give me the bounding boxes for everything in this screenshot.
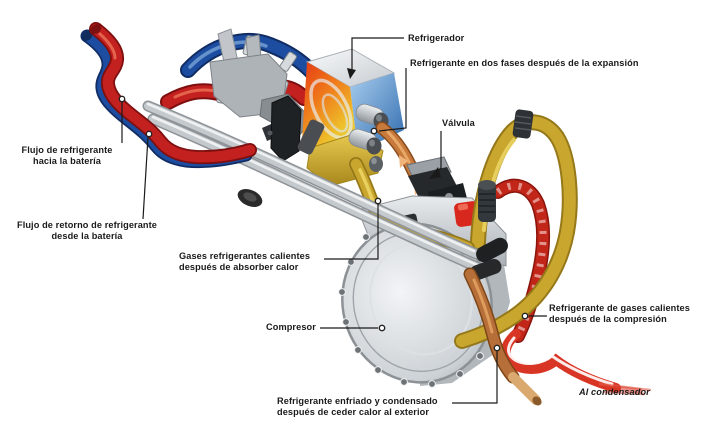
tube-grommets — [470, 237, 508, 281]
label-line: Flujo de refrigerante — [21, 145, 113, 155]
leader-refrigerador — [351, 37, 404, 71]
label-valvula: Válvula — [442, 118, 475, 129]
label-compresion: Refrigerante de gases calientes después … — [549, 303, 690, 325]
flow-arrow — [399, 155, 408, 168]
label-line: Gases refrigerantes calientes — [179, 251, 311, 261]
anchor-dot-dos-fases — [370, 127, 378, 135]
anchor-dot-flujo-retorno — [145, 130, 153, 138]
label-line: Refrigerador — [408, 33, 465, 43]
label-gases-calientes: Gases refrigerantes calientes después de… — [179, 251, 310, 273]
condenser-arrow — [500, 329, 652, 396]
label-dos-fases: Refrigerante en dos fases después de la … — [410, 58, 639, 69]
label-line: Refrigerante de gases calientes — [549, 303, 690, 313]
label-line: Flujo de retorno de refrigerante — [16, 220, 157, 230]
label-al-condensador: Al condensador — [579, 387, 650, 398]
leader-gases — [324, 204, 379, 260]
anchor-dot-gases — [374, 197, 382, 205]
label-line: después de absorber calor — [179, 262, 299, 272]
chiller — [302, 48, 404, 187]
label-line: Refrigerante enfriado y condensado — [277, 396, 438, 406]
liquid-pipe-copper — [463, 267, 542, 406]
label-enfriado-condensado: Refrigerante enfriado y condensado despu… — [277, 396, 438, 418]
label-line: desde la batería — [51, 231, 123, 241]
leader-flujo-retorno — [142, 136, 149, 220]
pipe-cut-end — [508, 372, 541, 405]
battery-hose-red — [89, 22, 257, 165]
leader-lines — [121, 37, 547, 404]
label-line: Compresor — [266, 322, 316, 332]
anchor-dot-compresor — [378, 324, 386, 332]
chiller-bracket — [262, 95, 302, 162]
leader-arrowheads — [347, 68, 441, 179]
anchor-dots — [118, 95, 529, 352]
label-line: después de la compresión — [549, 314, 667, 324]
label-refrigerador: Refrigerador — [408, 33, 464, 44]
anchor-dot-enfriado — [493, 344, 501, 352]
arrowhead-valvula — [429, 167, 441, 179]
label-line: después de ceder calor al exterior — [277, 407, 430, 417]
label-line: Válvula — [442, 118, 475, 128]
label-line: Refrigerante en dos fases después de la … — [410, 58, 639, 68]
leader-dos-fases — [378, 68, 407, 132]
label-line: Al condensador — [579, 387, 650, 397]
steel-tubes — [142, 100, 492, 277]
anchor-dot-compresion — [521, 312, 529, 320]
leader-enfriado — [452, 351, 498, 404]
label-compresor: Compresor — [266, 322, 316, 333]
anchor-dot-flujo-hacia — [118, 95, 126, 103]
arrowhead-refrigerador — [347, 68, 356, 79]
tube-clamp — [297, 119, 325, 155]
label-flujo-hacia-bateria: Flujo de refrigerante hacia la batería — [10, 145, 124, 167]
service-valve — [478, 180, 496, 222]
compressor-bolts — [338, 233, 484, 388]
label-flujo-retorno-bateria: Flujo de retorno de refrigerante desde l… — [8, 220, 166, 242]
label-line: hacia la batería — [33, 156, 101, 166]
